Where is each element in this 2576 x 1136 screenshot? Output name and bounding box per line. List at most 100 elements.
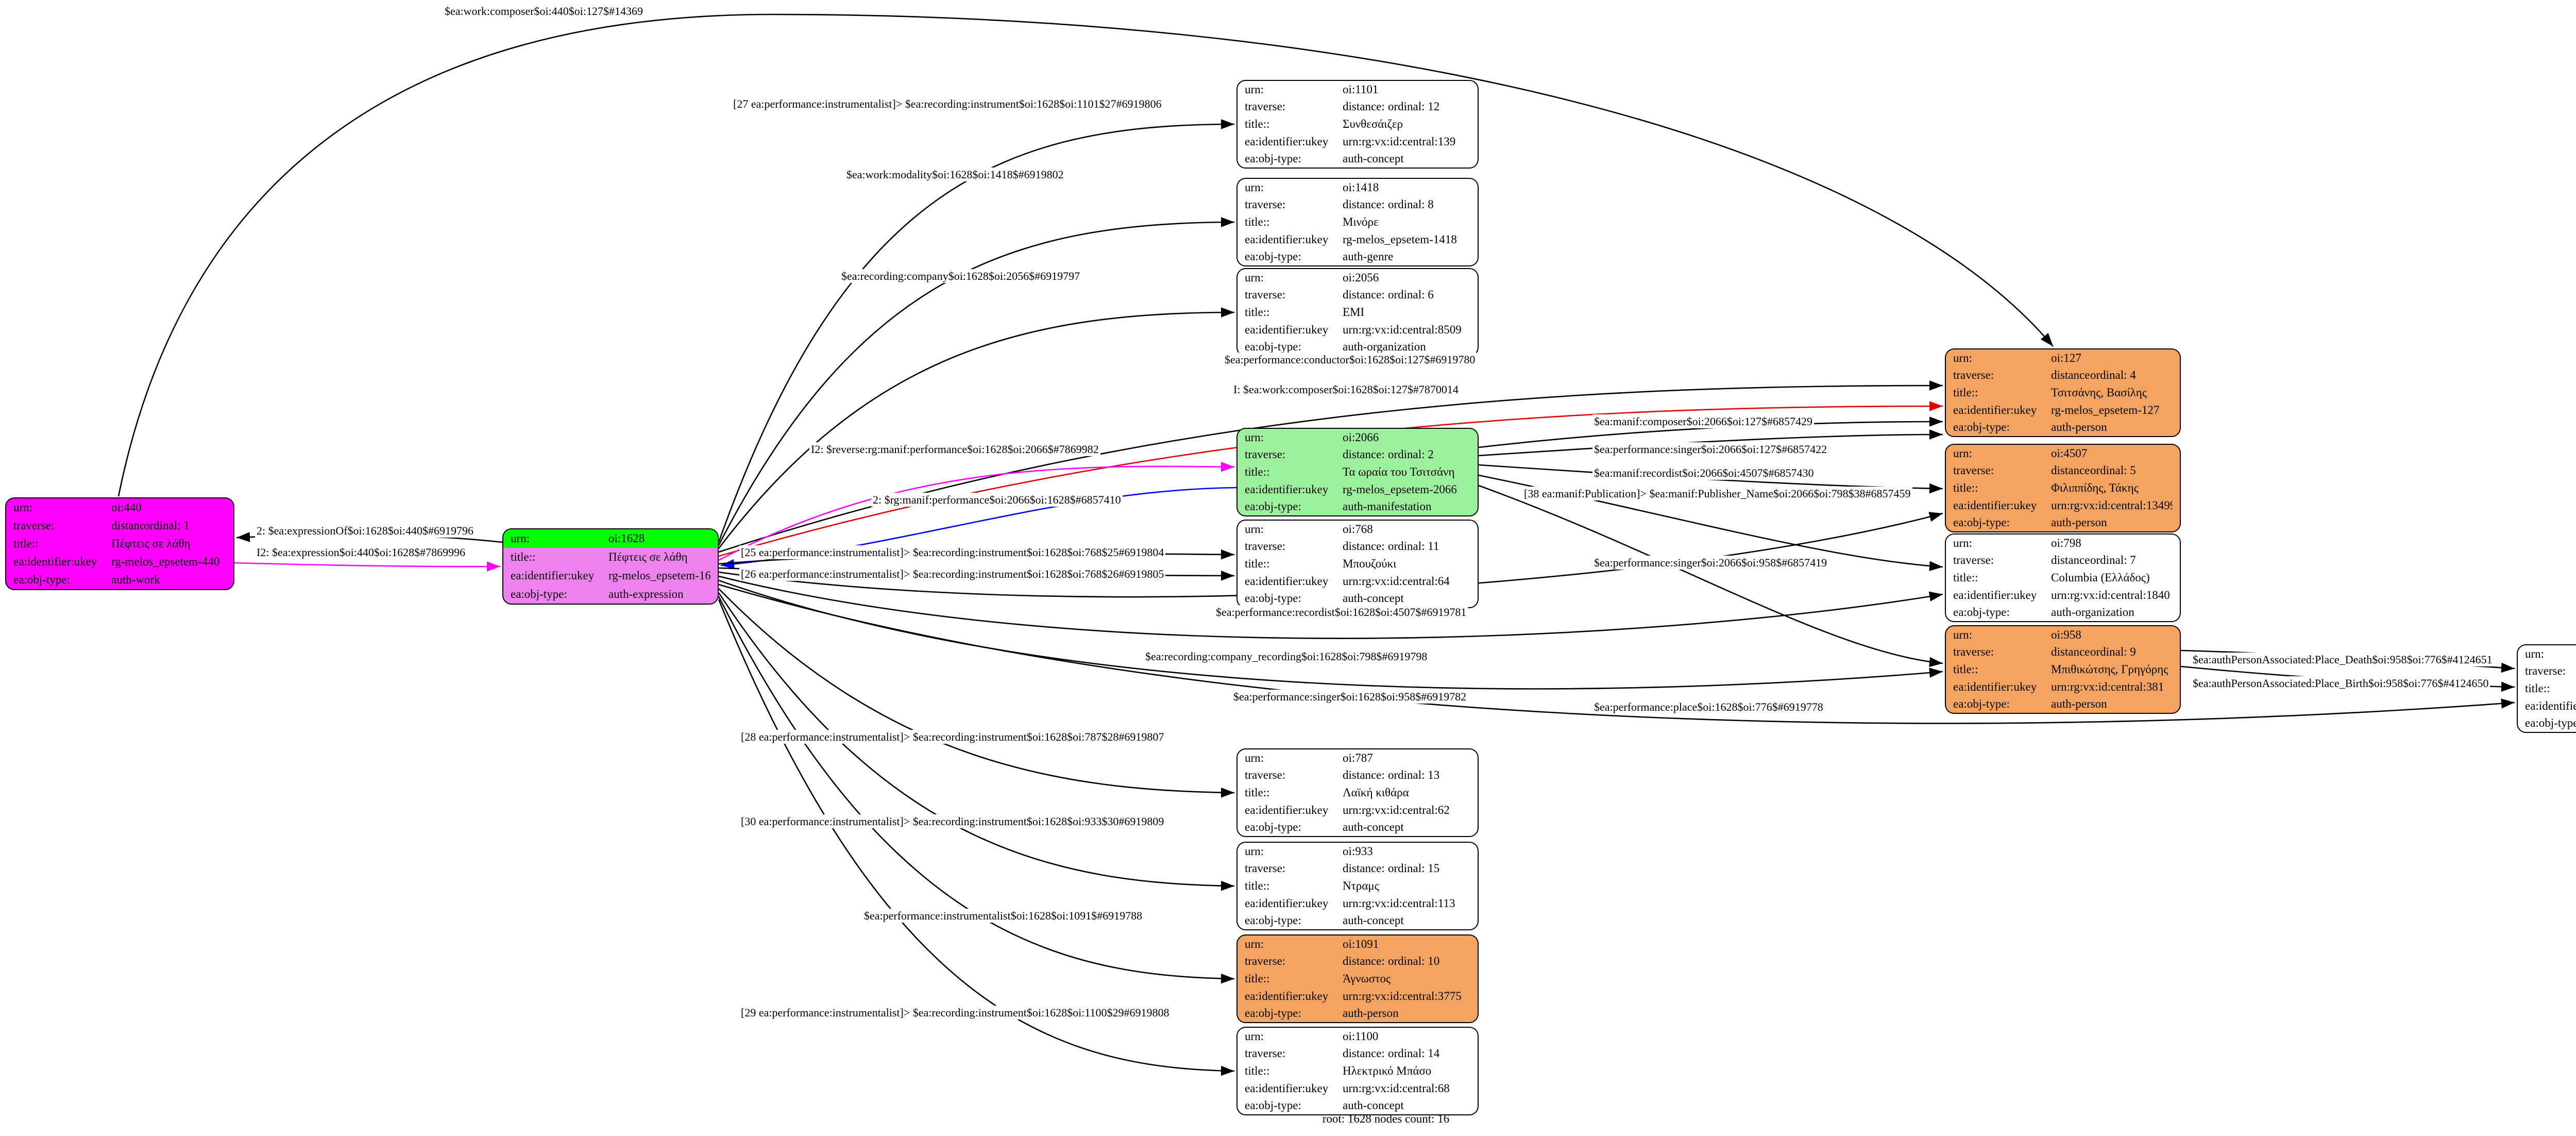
field-traverse: traverse:distance: [1]ordinal: 15 (1238, 860, 1478, 878)
edge (718, 575, 1943, 639)
edge-label: I: $ea:work:composer$oi:1628$oi:127$#787… (1232, 382, 1460, 396)
field-value: Τσιτσάνης, Βασίλης (2051, 386, 2147, 399)
node-oi-958[interactable]: urn: oi:958 traverse:distance: [1]ordinal:… (1945, 625, 2181, 714)
edge-label: [26 ea:performance:instrumentalist]> $ea… (739, 567, 1166, 581)
field-label: ea:obj-type: (1245, 914, 1301, 927)
edge-label: $ea:performance:conductor$oi:1628$oi:127… (1223, 353, 1477, 366)
field-value: oi:768 (1343, 522, 1373, 536)
field-value: urn:rg:vx:id:central:113 (1343, 896, 1455, 910)
field-label: traverse: (1953, 554, 1994, 567)
field-label: ea:obj-type: (1245, 821, 1301, 834)
field-label: urn: (1245, 271, 1264, 284)
field-label: urn: (1953, 628, 1973, 641)
edge-label: [27 ea:performance:instrumentalist]> $ea… (732, 97, 1163, 111)
field-value: auth-organization (2051, 606, 2134, 619)
field-eaobjtype: ea:obj-type:auth-concept (1238, 590, 1478, 607)
field-value: auth-concept (1343, 821, 1404, 834)
field-eaobjtype: ea:obj-type:auth-manifestation (1238, 498, 1478, 515)
field-value: oi:787 (1343, 751, 1373, 764)
field-value: urn:rg:vx:id:central:68 (1343, 1081, 1450, 1095)
field-label: ea:identifier:ukey (2525, 699, 2576, 712)
field-value: rg-melos_epsetem-1418 (1343, 232, 1457, 246)
edge-label: I2: $reverse:rg:manif:performance$oi:162… (809, 442, 1100, 456)
field-label: urn: (1245, 82, 1264, 96)
field-label: ea:identifier:ukey (1245, 323, 1329, 336)
field-label: ea:obj-type: (1245, 152, 1301, 165)
field-value: auth-person (1343, 1007, 1399, 1020)
field-value: urn:rg:vx:id:central:1840 (2051, 588, 2170, 602)
edge-label: $ea:recording:company_recording$oi:1628$… (1144, 649, 1429, 663)
field-urn: urn:oi:2056 (1238, 269, 1478, 287)
field-label: ea:obj-type: (1245, 1099, 1301, 1112)
field-value: distance: [1] (1343, 288, 1388, 302)
field-ordinal: ordinal: 9 (2090, 645, 2136, 659)
field-title: title::Columbia (Ελλάδος) (1946, 569, 2180, 587)
field-urn: urn:oi:1100 (1238, 1028, 1478, 1045)
field-value: urn:rg:vx:id:central:8509 (1343, 323, 1462, 336)
edge-label: $ea:manif:composer$oi:2066$oi:127$#68574… (1592, 414, 1815, 428)
field-urn: urn:oi:1101 (1238, 81, 1478, 98)
field-value: rg-melos_epsetem-440 (111, 555, 220, 569)
field-urn: urn:oi:1091 (1238, 935, 1478, 953)
field-title: title::Συνθεσάιζερ (1238, 115, 1478, 133)
field-label: urn: (2525, 647, 2545, 660)
field-label: ea:obj-type: (1245, 1007, 1301, 1020)
field-value: distance: [1] (1343, 540, 1388, 553)
field-label: ea:identifier:ukey (1245, 1081, 1329, 1095)
field-urn: urn:oi:4507 (1946, 445, 2180, 462)
field-traverse: traverse:distance: [1]ordinal: 9 (1946, 644, 2180, 661)
field-value: distance: [1] (1343, 862, 1388, 875)
edge-label: $ea:performance:singer$oi:2066$oi:127$#6… (1592, 442, 1829, 456)
field-traverse: traverse:distance: [1]ordinal: 8 (1238, 196, 1478, 214)
field-label: traverse: (1953, 369, 1994, 382)
field-eaobjtype: ea:obj-type:auth-concept (1238, 1097, 1478, 1114)
field-value: auth-concept (1343, 592, 1404, 605)
field-label: traverse: (1953, 464, 1994, 477)
field-label: ea:identifier:ukey (1953, 588, 2037, 602)
edge-label: $ea:performance:recordist$oi:1628$oi:450… (1214, 605, 1468, 619)
field-value: auth-manifestation (1343, 500, 1432, 513)
field-label: urn: (1953, 536, 1973, 549)
field-value: oi:798 (2051, 536, 2081, 549)
field-eaobjtype: ea:obj-type:auth-concept (1238, 912, 1478, 929)
field-value: Μπουζούκι (1343, 557, 1397, 570)
edge (234, 561, 501, 572)
field-label: traverse: (1245, 769, 1286, 782)
edge-label: $ea:performance:instrumentalist$oi:1628$… (862, 909, 1144, 923)
edge (718, 599, 1235, 1076)
edge-label: $ea:work:composer$oi:440$oi:127$#14369 (443, 4, 645, 18)
edge-label: [38 ea:manif:Publication]> $ea:manif:Pub… (1522, 487, 1912, 500)
field-label: ea:identifier:ukey (1245, 803, 1329, 816)
node-oi-776[interactable]: urn:oi:776traverse:distance: [1]ordinal:… (2517, 644, 2576, 733)
field-value: distance: [1] (2051, 554, 2090, 567)
field-value: Συνθεσάιζερ (1343, 117, 1403, 130)
field-value: Τα ωραία του Τσιτσάνη (1343, 465, 1455, 478)
field-value: urn:rg:vx:id:central:139 (1343, 135, 1456, 148)
field-label: ea:identifier:ukey (1245, 482, 1329, 496)
edge-label: 2: $rg:manif:performance$oi:2066$oi:1628… (871, 493, 1123, 507)
edge-label: [29 ea:performance:instrumentalist]> $ea… (739, 1006, 1171, 1020)
field-label: ea:identifier:ukey (1953, 403, 2037, 416)
field-value: oi:127 (2051, 351, 2081, 364)
field-value: oi:958 (2051, 628, 2081, 641)
field-value: distance: [1] (1343, 448, 1388, 461)
